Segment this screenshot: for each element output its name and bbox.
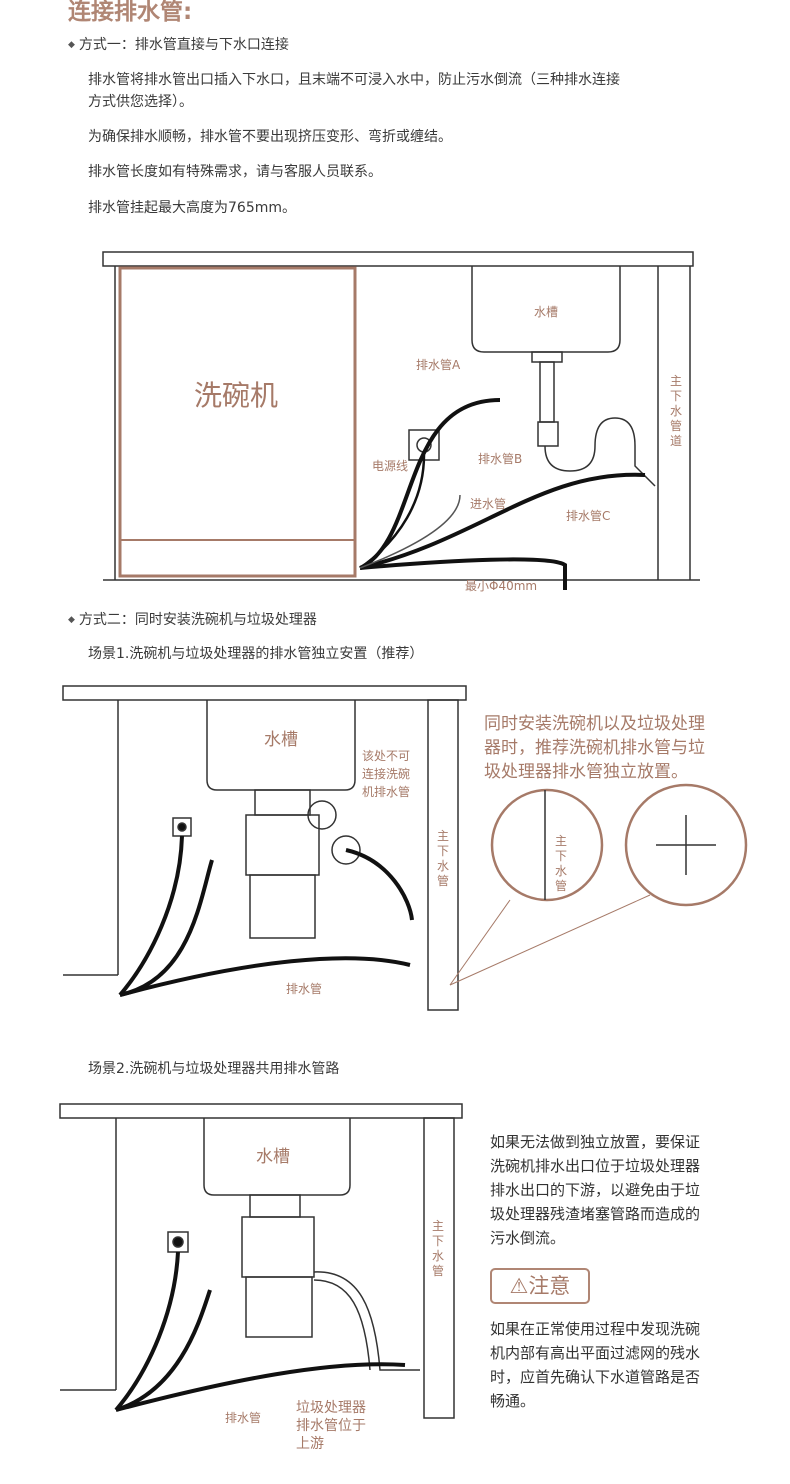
svg-text:机排水管: 机排水管	[362, 784, 410, 799]
section-title: 连接排水管:	[68, 0, 193, 25]
min-diameter-label: 最小Φ40mm	[465, 579, 537, 593]
scene1-heading: 场景1.洗碗机与垃圾处理器的排水管独立安置（推荐）	[88, 646, 424, 662]
drain-hose-label: 排水管	[286, 981, 322, 996]
method1-text: 排水管挂起最大高度为765mm。	[88, 200, 296, 216]
hose-a-label: 排水管A	[416, 357, 461, 372]
caution-text: 如果在正常使用过程中发现洗碗机内部有高出平面过滤网的残水时，应首先确认下水道管路…	[490, 1320, 701, 1410]
svg-text:下: 下	[437, 844, 449, 858]
caution-badge: ⚠注意	[490, 1268, 590, 1304]
method2-heading: 方式二：同时安装洗碗机与垃圾处理器	[68, 610, 317, 632]
dishwasher-label: 洗碗机	[194, 379, 278, 412]
method1-text: 方式供您选择）。	[88, 94, 193, 110]
sink-label: 水槽	[534, 305, 558, 319]
scene2-note: 如果无法做到独立放置，要保证洗碗机排水出口位于垃圾处理器排水出口的下游，以避免由…	[490, 1133, 701, 1247]
svg-text:水: 水	[555, 864, 567, 878]
power-cord-label: 电源线	[372, 459, 408, 473]
svg-text:管: 管	[432, 1263, 444, 1278]
method1-heading: 方式一：排水管直接与下水口连接	[68, 35, 289, 57]
inlet-hose-label: 进水管	[470, 496, 506, 511]
hose-b-label: 排水管B	[478, 451, 522, 466]
svg-text:下: 下	[555, 849, 567, 863]
method1-text: 排水管长度如有特殊需求，请与客服人员联系。	[88, 164, 382, 180]
svg-text:排水管位于: 排水管位于	[296, 1418, 366, 1434]
svg-text:下: 下	[432, 1234, 444, 1248]
hose-c-label: 排水管C	[566, 508, 610, 523]
svg-text:主: 主	[432, 1219, 444, 1233]
upstream-label: 垃圾处理器	[296, 1400, 366, 1416]
svg-text:管: 管	[437, 873, 449, 888]
svg-text:下: 下	[670, 389, 682, 403]
svg-text:主: 主	[555, 834, 567, 848]
scene1-note: 同时安装洗碗机以及垃圾处理器时，推荐洗碗机排水管与垃圾处理器排水管独立放置。	[484, 714, 705, 782]
sink-label: 水槽	[264, 730, 298, 750]
method1-text: 排水管将排水管出口插入下水口，且末端不可浸入水中，防止污水倒流（三种排水连接	[88, 72, 620, 88]
drain-hose-label: 排水管	[225, 1410, 261, 1425]
svg-text:水: 水	[432, 1249, 444, 1263]
svg-text:主: 主	[437, 829, 449, 843]
warning-label: 该处不可	[362, 749, 410, 763]
svg-text:上游: 上游	[296, 1436, 324, 1452]
svg-text:水: 水	[670, 404, 682, 418]
sink-label: 水槽	[256, 1147, 290, 1167]
svg-text:管: 管	[555, 878, 567, 893]
method1-text: 为确保排水顺畅，排水管不要出现挤压变形、弯折或缠结。	[88, 129, 452, 145]
warning-triangle-icon: ⚠	[509, 1274, 529, 1298]
svg-text:水: 水	[437, 859, 449, 873]
svg-text:道: 道	[670, 434, 682, 448]
diagram-direct-drain: 洗碗机 水槽 排水管A 排水管B 排水管C 电源线 进水管 最小Φ40mm 主下…	[102, 251, 700, 593]
svg-text:管: 管	[670, 418, 682, 433]
svg-text:主: 主	[670, 374, 682, 388]
scene2-heading: 场景2.洗碗机与垃圾处理器共用排水管路	[88, 1061, 340, 1077]
svg-text:连接洗碗: 连接洗碗	[362, 766, 410, 781]
